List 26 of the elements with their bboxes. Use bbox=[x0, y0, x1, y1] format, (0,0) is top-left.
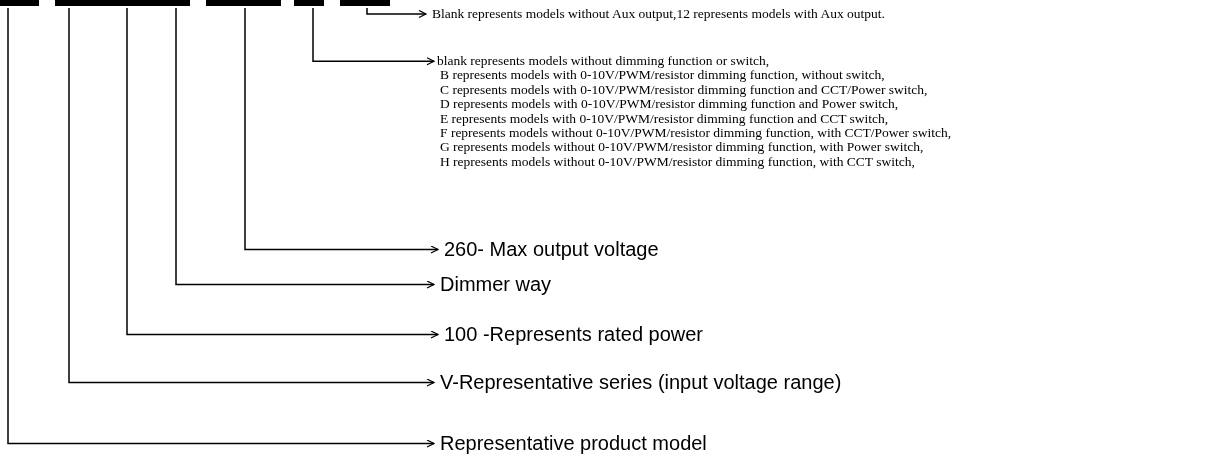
description-text: G represents models without 0-10V/PWM/resistor dimming function, with Power switch, bbox=[440, 140, 925, 155]
leader-arrow bbox=[7, 7, 435, 448]
code-segment-bar bbox=[340, 0, 390, 6]
description-text: blank represents models without dimming function or switch, bbox=[437, 54, 771, 69]
code-segment-bar bbox=[55, 0, 190, 6]
description-text: F represents models without 0-10V/PWM/resistor dimming function, with CCT/Power switch, bbox=[440, 126, 952, 141]
leader-arrow bbox=[312, 7, 435, 66]
description-text: C represents models with 0-10V/PWM/resistor dimming function and CCT/Power switch, bbox=[440, 82, 929, 98]
description-text: H represents models without 0-10V/PWM/resistor dimming function, with CCT switch, bbox=[440, 154, 916, 170]
leader-arrow bbox=[126, 7, 439, 339]
description-text: 260- Max output voltage bbox=[444, 238, 659, 261]
description-text: V-Representative series (input voltage range) bbox=[440, 371, 842, 394]
description-text: Representative product model bbox=[440, 432, 707, 455]
description-text: Dimmer way bbox=[440, 273, 552, 296]
code-segment-bar bbox=[294, 0, 324, 6]
leader-arrow bbox=[366, 7, 427, 19]
code-segment-bar bbox=[206, 0, 281, 6]
description-text: B represents models with 0-10V/PWM/resistor dimming function, without switch, bbox=[440, 68, 886, 83]
leader-arrow bbox=[244, 7, 439, 254]
code-segment-bar bbox=[0, 0, 39, 6]
description-text: Blank represents models without Aux output,12 represents models with Aux output. bbox=[432, 6, 885, 22]
leader-arrow bbox=[68, 7, 435, 387]
description-text: 100 -Represents rated power bbox=[444, 323, 704, 346]
leader-arrow bbox=[175, 7, 435, 289]
description-text: E represents models with 0-10V/PWM/resistor dimming function and CCT switch, bbox=[440, 111, 890, 127]
description-text: D represents models with 0-10V/PWM/resistor dimming function and Power switch, bbox=[440, 97, 900, 112]
